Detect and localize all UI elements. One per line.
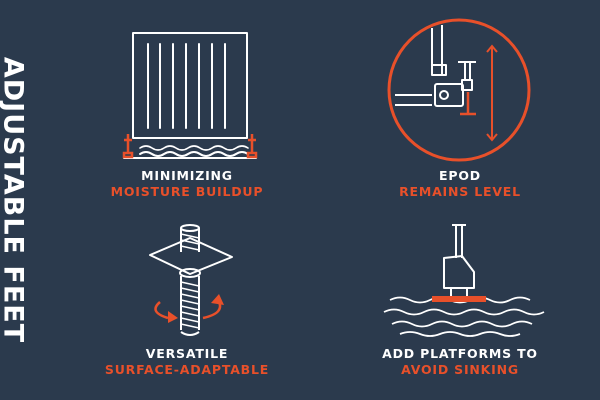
leveling-foot-detail-icon: [387, 18, 531, 162]
foot-on-platform-icon: [383, 224, 545, 337]
foot-accent-left: [122, 134, 134, 159]
raised-panel-on-feet-icon: [123, 32, 257, 159]
caption-level-line2: REMAINS LEVEL: [399, 184, 521, 199]
foot-accent-right: [246, 134, 258, 159]
caption-moisture-line1: MINIMIZING: [141, 168, 233, 183]
threaded-rod-plate-icon: [149, 224, 233, 336]
caption-level: EPOD REMAINS LEVEL: [340, 168, 580, 200]
caption-versatile-line1: VERSATILE: [145, 346, 229, 361]
caption-moisture-line2: MOISTURE BUILDUP: [110, 184, 264, 199]
caption-moisture: MINIMIZING MOISTURE BUILDUP: [67, 168, 307, 200]
caption-level-line1: EPOD: [439, 168, 481, 183]
caption-platforms: ADD PLATFORMS TO AVOID SINKING: [340, 346, 580, 378]
caption-versatile: VERSATILE SURFACE-ADAPTABLE: [67, 346, 307, 378]
caption-platforms-line1: ADD PLATFORMS TO: [382, 346, 538, 361]
caption-platforms-line2: AVOID SINKING: [401, 362, 519, 377]
caption-versatile-line2: SURFACE-ADAPTABLE: [104, 362, 270, 377]
